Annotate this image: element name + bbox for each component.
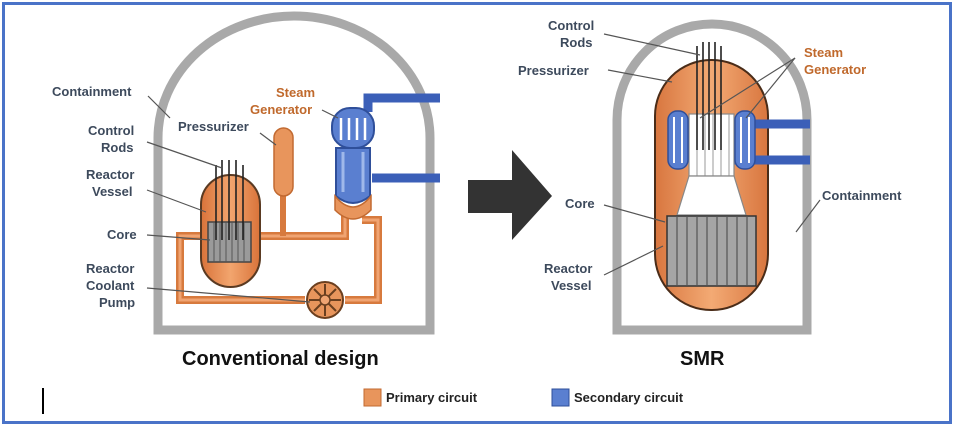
smr-title: SMR: [680, 348, 725, 370]
smr-containment: [612, 19, 812, 335]
conventional-control-rods: [215, 160, 244, 240]
label-steam-generator-line1: Steam: [276, 85, 315, 100]
conventional-title: Conventional design: [182, 348, 379, 370]
legend-primary-swatch: [363, 388, 382, 407]
legend: Primary circuit Secondary circuit: [363, 388, 684, 407]
smr-label-containment: Containment: [822, 188, 902, 203]
label-reactor-vessel-line1: Reactor: [86, 167, 134, 182]
conventional-pressurizer: [273, 127, 294, 236]
label-coolant-pump-line2: Coolant: [86, 278, 135, 293]
smr-label-core: Core: [565, 196, 595, 211]
label-steam-generator-line2: Generator: [250, 102, 312, 117]
smr-label-reactor-vessel-line2: Vessel: [551, 278, 592, 293]
label-control-rods-line1: Control: [88, 123, 134, 138]
smr-label-control-rods-line2: Rods: [560, 35, 593, 50]
conventional-reactor-vessel: [200, 160, 261, 288]
legend-secondary-label: Secondary circuit: [574, 390, 684, 405]
smr-leader-lines: [603, 33, 821, 276]
label-coolant-pump-line3: Pump: [99, 295, 135, 310]
smr-design: Control Rods Pressurizer Steam Generator…: [518, 18, 902, 370]
smr-label-pressurizer: Pressurizer: [518, 63, 589, 78]
smr-label-steam-generator-line2: Generator: [804, 62, 866, 77]
smr-control-rods: [696, 42, 722, 150]
label-containment: Containment: [52, 84, 132, 99]
conventional-steam-generator: [331, 93, 440, 220]
legend-primary-label: Primary circuit: [386, 390, 478, 405]
conventional-design: Containment Control Rods Reactor Vessel …: [52, 11, 440, 370]
smr-steam-generator: [667, 110, 756, 170]
smr-core: [666, 215, 757, 287]
conventional-containment: [153, 11, 435, 335]
text-cursor: [42, 388, 44, 414]
smr-label-reactor-vessel-line1: Reactor: [544, 261, 592, 276]
label-core: Core: [107, 227, 137, 242]
smr-label-control-rods-line1: Control: [548, 18, 594, 33]
conventional-coolant-pump: [306, 281, 344, 319]
legend-secondary-swatch: [551, 388, 570, 407]
label-coolant-pump-line1: Reactor: [86, 261, 134, 276]
figure-frame: [2, 2, 952, 424]
conventional-leader-lines: [146, 95, 339, 303]
smr-label-steam-generator-line1: Steam: [804, 45, 843, 60]
label-reactor-vessel-line2: Vessel: [92, 184, 133, 199]
label-control-rods-line2: Rods: [101, 140, 134, 155]
label-pressurizer: Pressurizer: [178, 119, 249, 134]
comparison-arrow-icon: [468, 150, 552, 240]
